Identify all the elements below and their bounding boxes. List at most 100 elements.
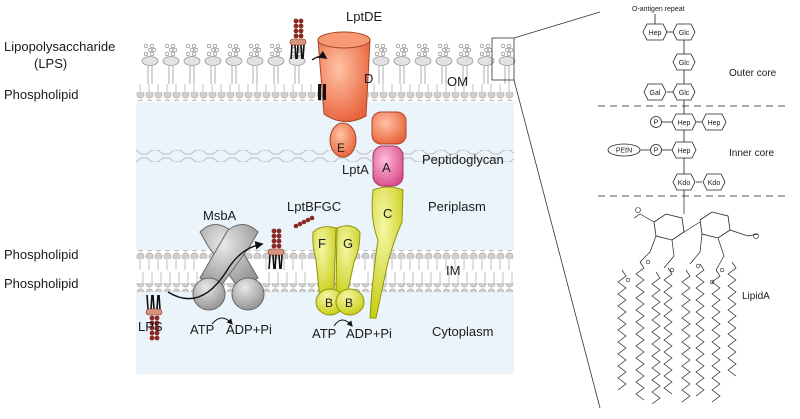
lpte-lipoprotein — [329, 122, 357, 158]
lps-bead — [149, 325, 155, 331]
zoom-line-top — [513, 11, 601, 39]
lps-head-oval — [498, 56, 516, 66]
lipid-bond — [683, 221, 701, 233]
lps-label-line2: (LPS) — [34, 56, 67, 71]
sugar-dot — [485, 51, 491, 57]
lps-head-oval — [435, 56, 453, 66]
lps-bottom-label: LPS — [138, 319, 163, 334]
acyl-chain — [695, 263, 705, 397]
sugar-dot — [256, 47, 262, 53]
lptbfgc-label: LptBFGC — [287, 199, 341, 214]
periplasm-label: Periplasm — [428, 199, 486, 214]
acyl-chain — [663, 267, 673, 395]
lptf-letter: F — [318, 236, 326, 251]
lps-head-oval — [225, 56, 243, 66]
sugar-dot — [374, 43, 380, 49]
lps-label-line1: Lipopolysaccharide — [4, 39, 115, 54]
lps-bead — [149, 320, 155, 326]
lps-bead — [271, 243, 277, 249]
lps-head-oval — [141, 56, 159, 66]
msba-nbd-left — [192, 277, 226, 311]
lps-tail — [300, 44, 303, 60]
lpta-label: LptA — [342, 162, 369, 177]
periplasm-background — [136, 102, 514, 250]
lps-head-oval — [414, 56, 432, 66]
lptg-protein — [335, 225, 361, 301]
oxygen-atom — [695, 263, 701, 269]
sugar-dot — [443, 43, 449, 49]
lptd-barrel-top — [317, 31, 371, 49]
glc-hexagon-label: Glc — [679, 90, 690, 97]
sugar-dot — [143, 51, 149, 57]
lps-head-oval — [393, 56, 411, 66]
lipid-bond — [699, 233, 703, 253]
lptg-letter: G — [343, 236, 353, 251]
sugar-dot — [149, 43, 155, 49]
outer-core-label: Outer core — [729, 68, 777, 79]
lps-head-oval — [456, 56, 474, 66]
phosphate-circle-shape — [650, 144, 662, 156]
glc-hexagon-label: Glc — [679, 60, 690, 67]
hep-hexagon: Hep — [671, 141, 697, 159]
phosphate-atom — [753, 233, 759, 239]
msba-atp-arrow — [211, 317, 233, 325]
lps-tail — [302, 44, 305, 60]
sugar-dot — [206, 51, 212, 57]
lps-bead — [305, 217, 311, 223]
lps-tail — [323, 84, 326, 100]
sugar-dot — [395, 43, 401, 49]
lipid-bond — [633, 213, 641, 219]
lptc-protein — [369, 186, 404, 319]
sugar-dot — [206, 43, 212, 49]
hep-hexagon-shape — [671, 113, 697, 131]
lps-head-oval — [183, 56, 201, 66]
phosphate-circle-label: P — [654, 120, 659, 127]
acyl-chain — [635, 261, 645, 401]
hep-hexagon: Hep — [701, 113, 727, 131]
sugar-dot — [212, 51, 218, 57]
phosphate-circle: P — [650, 144, 662, 156]
lps-bead — [293, 18, 299, 24]
lptb-right-letter: B — [345, 296, 353, 310]
lps-bead — [154, 325, 160, 331]
lptd-barrel — [317, 39, 371, 122]
lps-tail — [290, 44, 293, 60]
sugar-dot — [399, 47, 405, 53]
lps-tail — [294, 44, 297, 60]
glc-hexagon-label: Glc — [679, 30, 690, 37]
sugar-dot — [252, 47, 258, 53]
sugar-dot — [212, 43, 218, 49]
sugar-dot — [380, 43, 386, 49]
sugar-dot — [401, 51, 407, 57]
lptde-complex: D E LptDE — [317, 9, 407, 158]
sugar-dot — [416, 51, 422, 57]
lps-tail — [158, 294, 161, 310]
kdo-hexagon-label: Kdo — [708, 180, 721, 187]
lps-tail — [274, 254, 277, 270]
lptb-left-letter: B — [325, 296, 333, 310]
lpta-protein: A LptA — [342, 145, 404, 187]
sugar-dot — [403, 47, 409, 53]
lps-bead — [154, 330, 160, 336]
hep-hexagon: Hep — [642, 23, 668, 41]
lipid-bond — [649, 235, 657, 253]
sugar-dot — [395, 51, 401, 57]
gal-hexagon-label: Gal — [650, 90, 661, 97]
sugar-dot — [443, 51, 449, 57]
sugar-dot — [210, 47, 216, 53]
sugar-dot — [275, 51, 281, 57]
oxygen-atom — [625, 277, 631, 283]
glc-hexagon: Glc — [672, 53, 696, 71]
sugar-dot — [168, 47, 174, 53]
kdo-hexagon: Kdo — [702, 173, 726, 191]
kdo-hexagon-shape — [702, 173, 726, 191]
lps-tail — [146, 294, 149, 310]
sugar-dot — [151, 47, 157, 53]
sugar-dot — [193, 47, 199, 53]
sugar-dot — [382, 47, 388, 53]
sugar-dot — [374, 51, 380, 57]
lps-bead — [293, 23, 299, 29]
sugar-dot — [504, 47, 510, 53]
zoom-line-bottom — [513, 79, 601, 409]
sugar-dot — [464, 43, 470, 49]
